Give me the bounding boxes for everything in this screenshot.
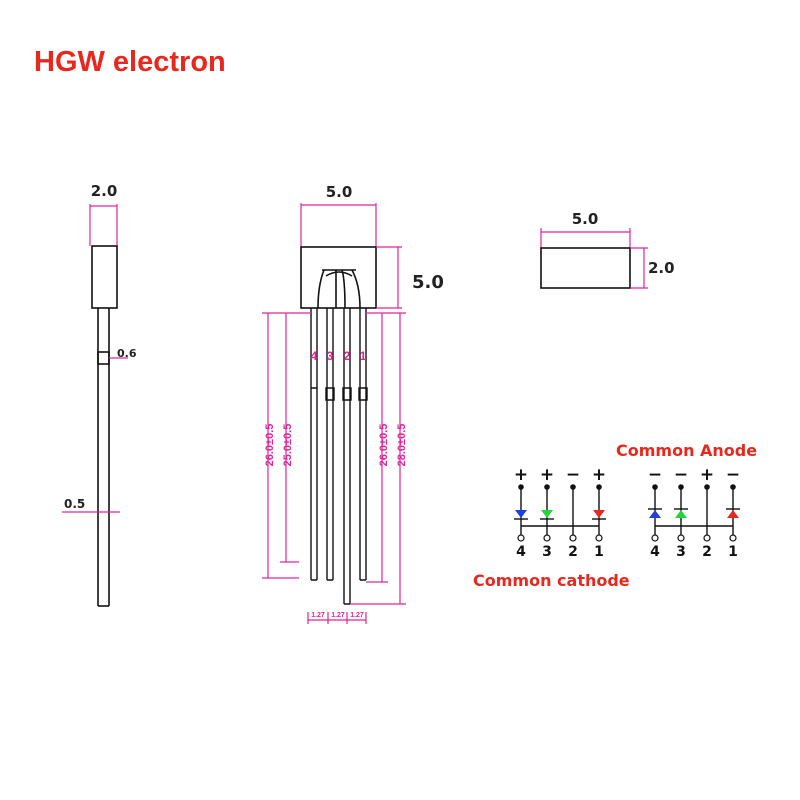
polarity-sign: − <box>674 465 688 485</box>
front-die-frame <box>317 269 361 309</box>
led-diode <box>727 510 739 518</box>
top-height-label: 2.0 <box>648 259 675 277</box>
side-body <box>91 245 118 309</box>
front-lead-4 <box>310 308 318 581</box>
polarity-sign: + <box>514 465 528 485</box>
polarity-sign: − <box>566 465 580 485</box>
front-lead-2 <box>342 308 352 605</box>
front-right-length-label-2: 28.0±0.5 <box>396 424 408 467</box>
page-title: HGW electron <box>34 46 226 78</box>
pin-number: 1 <box>728 544 738 560</box>
front-pin-number: 2 <box>344 349 351 363</box>
side-lead-neck <box>97 351 110 365</box>
side-lead-label: 0.5 <box>64 497 85 511</box>
front-pin-number: 3 <box>327 349 334 363</box>
pin-number: 2 <box>702 544 712 560</box>
front-left-length-label-1: 26.0±0.5 <box>264 424 276 467</box>
pin-terminal <box>543 534 551 542</box>
front-pin-number: 1 <box>360 349 367 363</box>
polarity-sign: + <box>540 465 554 485</box>
pin-number: 4 <box>516 544 526 560</box>
led-diode <box>675 510 687 518</box>
top-width-label: 5.0 <box>572 210 599 228</box>
pin-terminal <box>729 534 737 542</box>
pin-terminal <box>595 534 603 542</box>
top-body <box>540 247 631 289</box>
front-width-label: 5.0 <box>326 183 353 201</box>
pin-terminal <box>677 534 685 542</box>
pin-number: 3 <box>542 544 552 560</box>
front-lead-3 <box>325 308 335 581</box>
led-diode <box>541 510 553 518</box>
front-left-length-label-2: 25.0±0.5 <box>282 424 294 467</box>
common-anode-schematic: − 4 − 3 +2 − 1 <box>648 465 740 560</box>
front-height-label: 5.0 <box>412 272 444 293</box>
polarity-sign: + <box>592 465 606 485</box>
front-pin-number: 4 <box>311 349 318 363</box>
common-cathode-label: Common cathode <box>473 571 630 590</box>
pin-number: 2 <box>568 544 578 560</box>
pin-number: 3 <box>676 544 686 560</box>
pin-terminal <box>703 534 711 542</box>
pin-number: 1 <box>594 544 604 560</box>
led-diode <box>515 510 527 518</box>
pin-terminal <box>517 534 525 542</box>
front-lead-1 <box>358 308 368 581</box>
side-width-label: 2.0 <box>91 182 118 200</box>
common-anode-label: Common Anode <box>616 441 757 460</box>
front-pitch-label: 1.27 <box>350 612 364 619</box>
front-body <box>300 246 377 309</box>
led-diode <box>593 510 605 518</box>
pin-number: 4 <box>650 544 660 560</box>
front-view: 5.0 5.0 4 3 2 1 26.0±0.5 25.0±0.5 <box>262 183 444 624</box>
front-leads <box>310 308 368 605</box>
polarity-sign: + <box>700 465 714 485</box>
pin-terminal <box>569 534 577 542</box>
led-diode <box>649 510 661 518</box>
side-view: 2.0 0.6 0.5 <box>62 182 137 607</box>
front-pitch-label: 1.27 <box>331 612 345 619</box>
front-pitch-label: 1.27 <box>311 612 325 619</box>
side-neck-label: 0.6 <box>117 347 137 360</box>
common-cathode-schematic: +4 +3 − 2 +1 <box>514 465 606 560</box>
top-view: 5.0 2.0 <box>540 210 675 289</box>
pin-terminal <box>651 534 659 542</box>
polarity-sign: − <box>648 465 662 485</box>
front-right-length-label-1: 26.0±0.5 <box>378 424 390 467</box>
polarity-sign: − <box>726 465 740 485</box>
